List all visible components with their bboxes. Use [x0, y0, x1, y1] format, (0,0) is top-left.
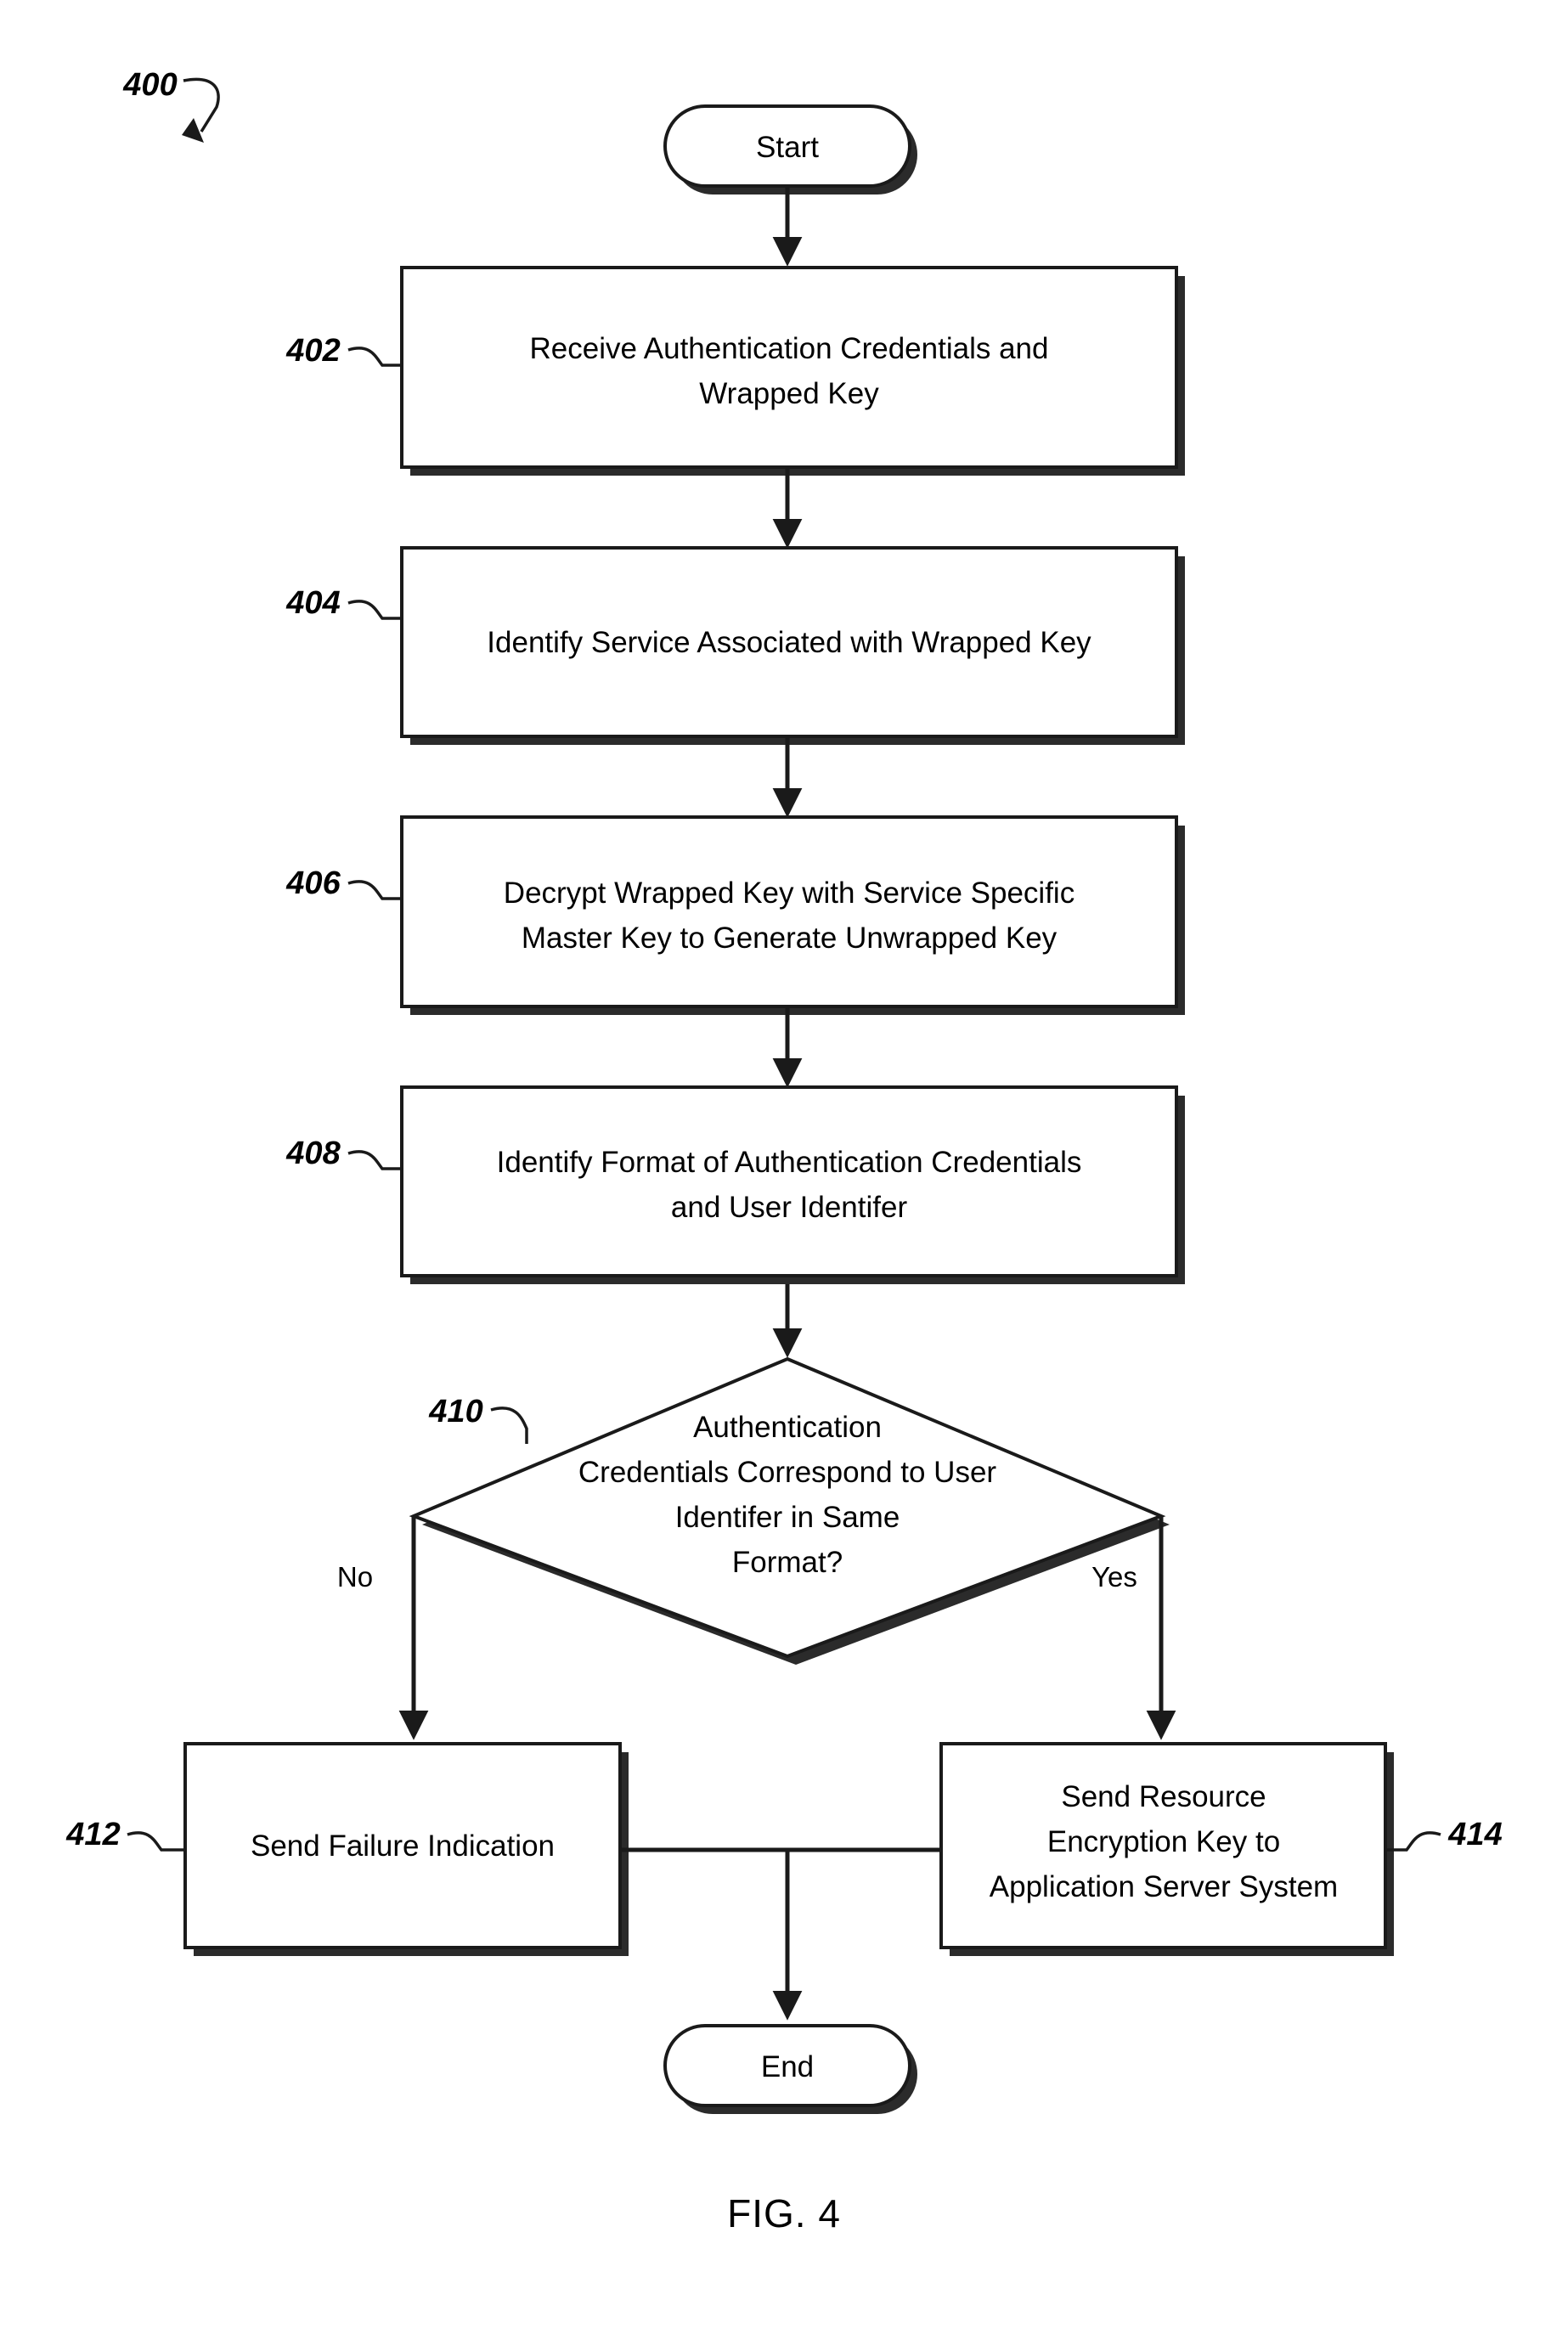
step-408-box	[400, 1085, 1178, 1277]
step-402-leader	[347, 347, 402, 367]
step-414-label-line2: Encryption Key to	[1047, 1825, 1280, 1858]
end-node	[663, 2024, 911, 2107]
decision-410-label-line1: Authentication	[693, 1411, 882, 1444]
step-414-leader	[1385, 1831, 1441, 1852]
step-402-label-line1: Receive Authentication Credentials and	[530, 332, 1049, 365]
decision-410-ref: 410	[428, 1394, 482, 1429]
step-404-box	[400, 546, 1178, 738]
step-406-ref: 406	[285, 865, 341, 901]
decision-410-box	[409, 1356, 1166, 1659]
diagram-number-leader	[183, 77, 220, 132]
step-406-box	[400, 815, 1178, 1008]
step-412-label-line1: Send Failure Indication	[251, 1829, 555, 1863]
step-406-label-line1: Decrypt Wrapped Key with Service Specifi…	[504, 877, 1074, 910]
step-402-label-line2: Wrapped Key	[699, 377, 879, 410]
decision-410-leader	[490, 1407, 528, 1444]
step-404-ref: 404	[285, 585, 340, 621]
step-408-leader	[347, 1150, 402, 1170]
step-414-label-line3: Application Server System	[990, 1870, 1338, 1903]
step-414-label-line1: Send Resource	[1061, 1780, 1266, 1813]
step-412-leader	[127, 1831, 185, 1852]
diagram-number-arrowhead	[182, 118, 204, 143]
step-414-box	[939, 1742, 1387, 1949]
decision-410-label-line2: Credentials Correspond to User	[578, 1456, 997, 1489]
step-404-label-line1: Identify Service Associated with Wrapped…	[487, 626, 1091, 659]
figure-caption: FIG. 4	[727, 2191, 841, 2235]
step-406-label-line2: Master Key to Generate Unwrapped Key	[522, 922, 1058, 955]
step-412-box	[183, 1742, 622, 1949]
step-404-leader	[347, 600, 402, 620]
step-412-ref: 412	[65, 1817, 120, 1852]
branch-label-no: No	[337, 1561, 373, 1593]
start-node-label: Start	[756, 131, 819, 164]
step-402-ref: 402	[285, 333, 340, 369]
step-406-leader	[347, 880, 402, 900]
step-408-ref: 408	[285, 1136, 341, 1171]
decision-410-label-line4: Format?	[732, 1546, 843, 1579]
step-402-box	[400, 266, 1178, 469]
branch-label-yes: Yes	[1091, 1561, 1137, 1593]
decision-410-label-line3: Identifer in Same	[675, 1501, 900, 1534]
step-408-label-line1: Identify Format of Authentication Creden…	[497, 1146, 1082, 1179]
diagram-number: 400	[122, 67, 177, 103]
end-node-label: End	[761, 2050, 814, 2083]
step-414-ref: 414	[1447, 1817, 1502, 1852]
step-408-label-line2: and User Identifer	[671, 1191, 908, 1224]
